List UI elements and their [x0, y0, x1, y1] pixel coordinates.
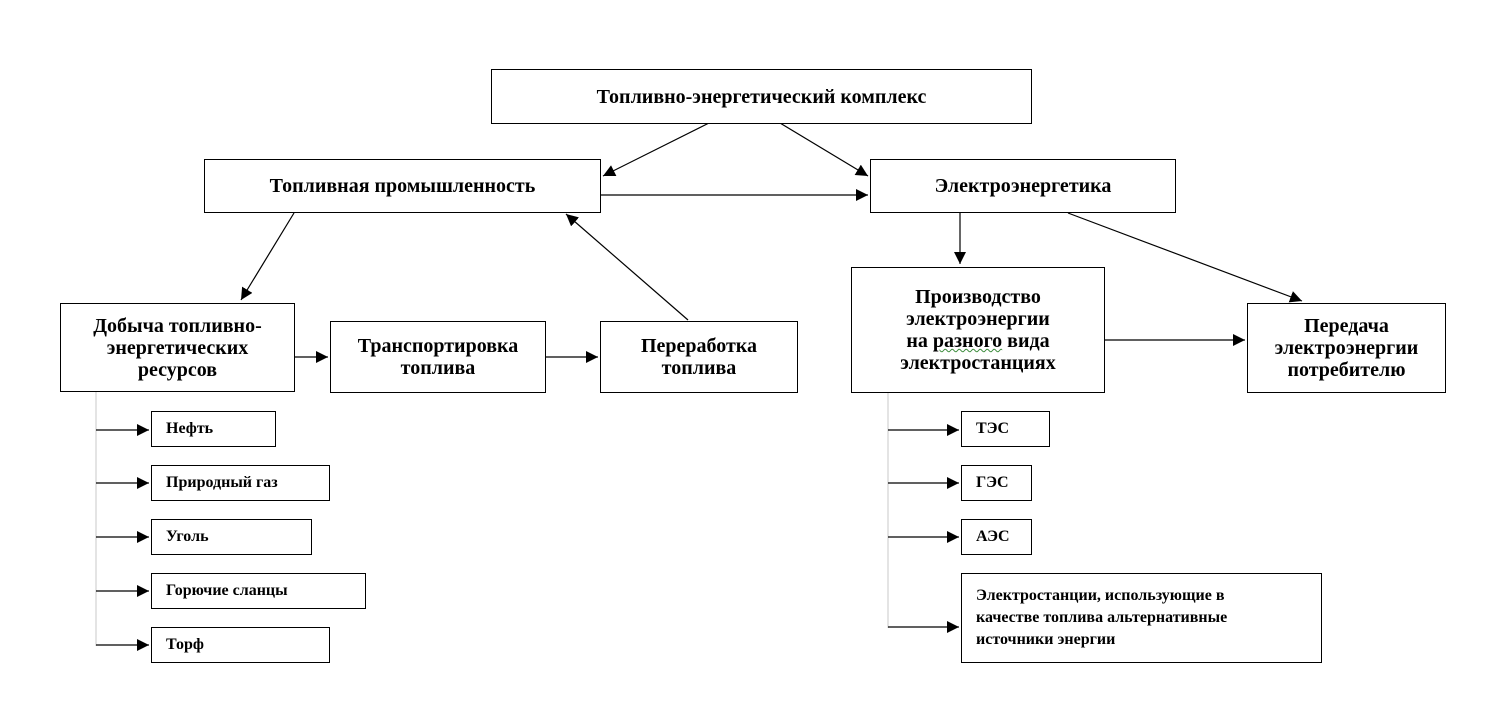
production-line-3b: вида: [1002, 330, 1050, 352]
production-line-2: электроэнергии: [906, 308, 1050, 330]
arrow-root-to-fuel: [602, 122, 710, 177]
resource-item-shale: Горючие сланцы: [151, 573, 366, 609]
arrow-power-to-delivery: [1067, 212, 1303, 303]
production-line-3: на разного вида: [906, 330, 1049, 352]
spellcheck-underlined-word: разного: [932, 330, 1003, 352]
delivery-node: Передача электроэнергии потребителю: [1247, 303, 1446, 393]
arrow-fuel-to-extraction: [240, 212, 295, 301]
production-line-4: электростанциях: [900, 352, 1056, 374]
transport-node: Транспортировка топлива: [330, 321, 546, 393]
extraction-node: Добыча топливно- энергетических ресурсов: [60, 303, 295, 392]
arrow-root-to-power: [779, 122, 869, 177]
production-line-1: Производство: [915, 286, 1041, 308]
processing-node: Переработка топлива: [600, 321, 798, 393]
arrow-processing-to-fuel: [565, 213, 689, 321]
resource-item-coal: Уголь: [151, 519, 312, 555]
production-node: Производство электроэнергии на разного в…: [851, 267, 1105, 393]
resource-item-oil: Нефть: [151, 411, 276, 447]
fuel-industry-node: Топливная промышленность: [204, 159, 601, 213]
power-industry-node: Электроэнергетика: [870, 159, 1176, 213]
root-node: Топливно-энергетический комплекс: [491, 69, 1032, 124]
resource-item-peat: Торф: [151, 627, 330, 663]
station-item-tpp: ТЭС: [961, 411, 1050, 447]
production-line-3a: на: [906, 330, 933, 352]
station-item-hpp: ГЭС: [961, 465, 1032, 501]
station-item-npp: АЭС: [961, 519, 1032, 555]
resource-item-gas: Природный газ: [151, 465, 330, 501]
station-item-alternative: Электростанции, использующие в качестве …: [961, 573, 1322, 663]
